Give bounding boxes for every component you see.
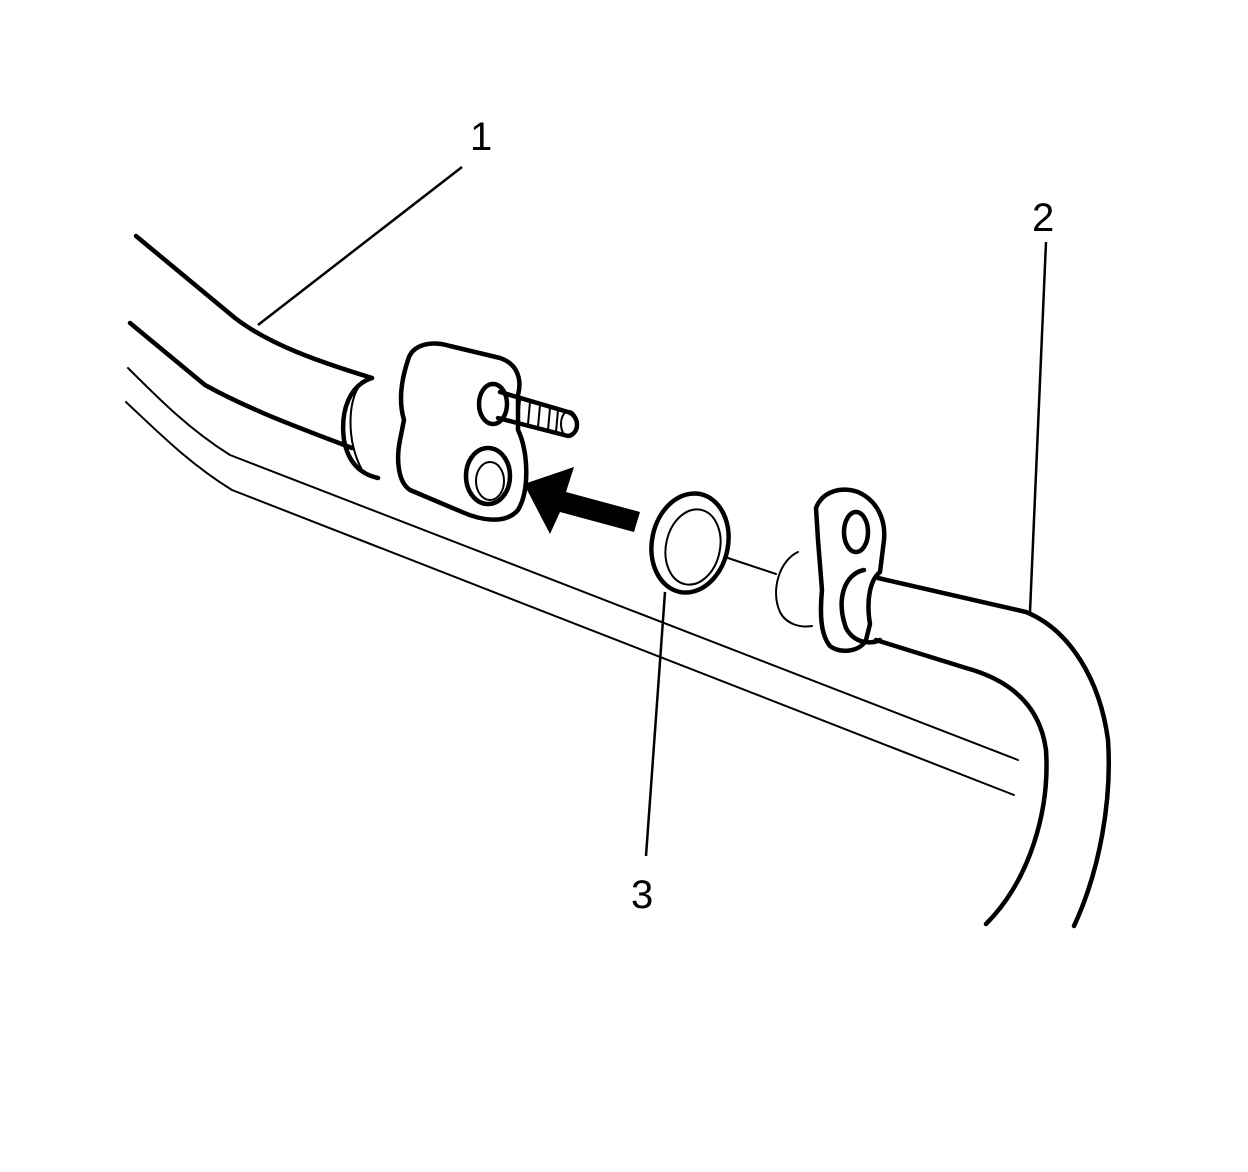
- leader-line-2: [1028, 241, 1048, 613]
- line-1-fitting-block: [395, 341, 529, 522]
- leader-line-1: [257, 166, 463, 326]
- threaded-stud: [495, 389, 580, 439]
- line-2-fitting-block: [775, 487, 887, 654]
- frame-rail: [125, 367, 1019, 796]
- leader-line-3: [644, 591, 667, 857]
- line-1-collar: [340, 375, 381, 481]
- arrow-left-icon: [524, 467, 640, 534]
- callout-label-1: 1: [470, 115, 492, 159]
- refrigerant-line-1: [127, 233, 375, 451]
- callout-label-2: 2: [1032, 196, 1054, 240]
- o-ring-seal: [649, 491, 731, 595]
- refrigerant-line-2: [839, 567, 1111, 929]
- callout-label-3: 3: [631, 873, 653, 917]
- alignment-axis: [727, 557, 777, 575]
